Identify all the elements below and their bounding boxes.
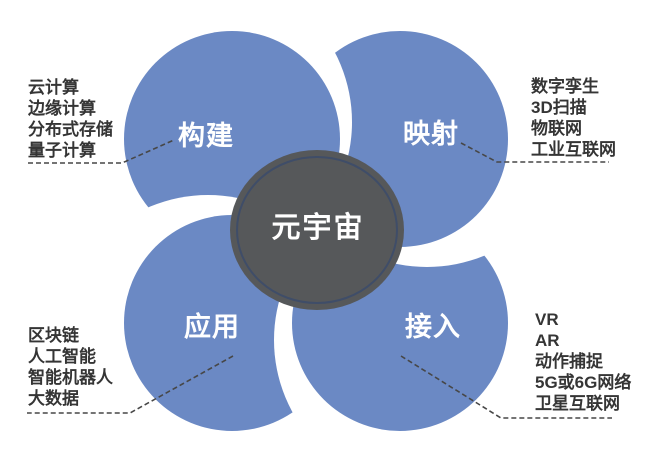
center-circle (230, 150, 404, 310)
connector-mapping (460, 142, 609, 163)
list-item: 智能机器人 (28, 368, 113, 387)
list-item: 大数据 (28, 389, 79, 408)
access-items-list: VR AR 动作捕捉 5G或6G网络 卫星互联网 (535, 309, 631, 414)
center-circle-ring (236, 156, 398, 304)
list-item: 5G或6G网络 (535, 373, 632, 392)
list-item: 人工智能 (28, 347, 96, 366)
connector-build (28, 139, 175, 164)
list-item: 动作捕捉 (535, 352, 603, 371)
petal-access-label: 接入 (405, 312, 461, 342)
petal-mapping-label: 映射 (403, 119, 459, 149)
petal-build-label: 构建 (178, 121, 234, 151)
list-item: 工业互联网 (531, 140, 616, 159)
list-item: AR (535, 331, 560, 350)
application-items-list: 区块链 人工智能 智能机器人 大数据 (28, 325, 113, 409)
list-item: 3D扫描 (531, 98, 587, 117)
list-item: 云计算 (28, 78, 79, 97)
list-item: 分布式存储 (28, 120, 113, 139)
list-item: 区块链 (28, 326, 79, 345)
list-item: 数字孪生 (531, 77, 599, 96)
list-item: 卫星互联网 (535, 394, 620, 413)
list-item: 物联网 (531, 119, 582, 138)
list-item: VR (535, 310, 559, 329)
list-item: 边缘计算 (28, 99, 96, 118)
list-item: 量子计算 (28, 141, 96, 160)
mapping-items-list: 数字孪生 3D扫描 物联网 工业互联网 (531, 76, 616, 160)
build-items-list: 云计算 边缘计算 分布式存储 量子计算 (28, 77, 113, 161)
center-label: 元宇宙 (271, 210, 364, 244)
petal-application-label: 应用 (184, 311, 240, 342)
connector-application (27, 355, 234, 414)
